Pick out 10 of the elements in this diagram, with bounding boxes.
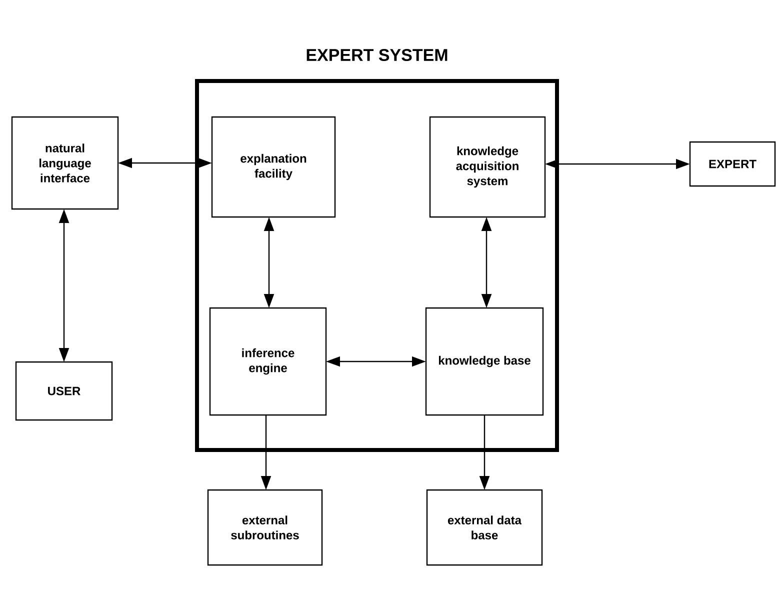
process-box: knowledge acquisition system — [429, 116, 546, 218]
process-box: knowledge base — [425, 307, 544, 416]
process-box: explanation facility — [211, 116, 336, 218]
process-box: inference engine — [209, 307, 327, 416]
process-box: external data base — [426, 489, 543, 566]
process-box: USER — [15, 361, 113, 421]
title: EXPERT SYSTEM — [306, 48, 448, 62]
process-box: external subroutines — [207, 489, 323, 566]
process-box: EXPERT — [689, 141, 776, 187]
process-box: natural language interface — [11, 116, 119, 210]
